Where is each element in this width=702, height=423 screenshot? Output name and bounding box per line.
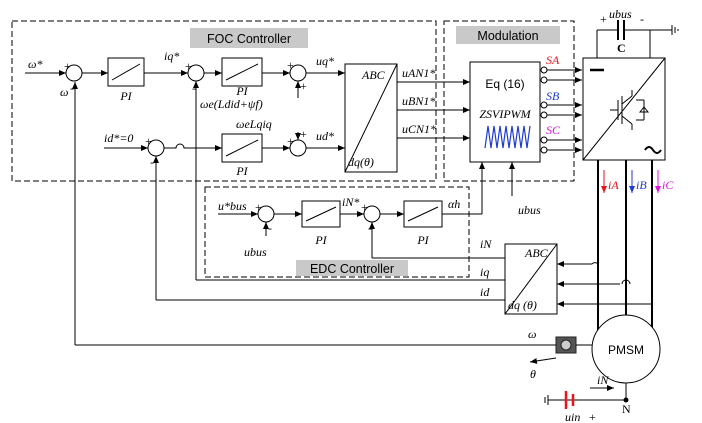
node-n-label: N bbox=[622, 402, 631, 416]
sum-uq-plus: + bbox=[287, 58, 294, 72]
sum-ud-plus2: + bbox=[300, 127, 307, 141]
sum-uq-plus2: + bbox=[300, 79, 307, 93]
ubus-top-label: ubus bbox=[609, 7, 632, 21]
sum-id-minus: - bbox=[150, 155, 154, 169]
eq16-label: Eq (16) bbox=[485, 77, 524, 91]
in-bottom-label: iN bbox=[597, 373, 609, 387]
ubus-mod-label: ubus bbox=[518, 203, 541, 217]
zsvipwm-label: ZSVIPWM bbox=[479, 107, 531, 121]
ubus-fb-label: ubus bbox=[244, 245, 267, 259]
ground-icon-2 bbox=[544, 395, 549, 405]
abc-dq-dq-label: dq (θ) bbox=[508, 298, 537, 312]
foc-title-bg bbox=[190, 28, 308, 48]
omega-fb-label: ω bbox=[528, 327, 536, 341]
id-ref-label: id*=0 bbox=[104, 131, 133, 145]
sum-iq-minus: - bbox=[192, 81, 196, 95]
cap-label: C bbox=[617, 41, 626, 55]
ic-label: iC bbox=[662, 178, 674, 192]
iq-label: iq bbox=[480, 265, 489, 279]
sum-ubus-plus: + bbox=[255, 200, 262, 214]
cap-plus: + bbox=[600, 12, 607, 26]
pi-in-label: PI bbox=[416, 233, 429, 247]
sum-speed-minus: - bbox=[70, 81, 74, 95]
uq-ref-label: uq* bbox=[316, 54, 334, 68]
uin-label: uin bbox=[565, 410, 580, 423]
sum-iq-plus: + bbox=[185, 59, 192, 73]
id-label: id bbox=[480, 285, 490, 299]
in-ref-label: iN* bbox=[342, 195, 359, 209]
sum-id-plus: + bbox=[145, 134, 152, 148]
pi-speed-label: PI bbox=[119, 89, 132, 103]
ua-label: uAN1* bbox=[402, 66, 435, 80]
ub-label: uBN1* bbox=[402, 94, 435, 108]
sum-in-plus: + bbox=[361, 200, 368, 214]
omega-ref-label: ω* bbox=[28, 57, 42, 71]
cap-minus: - bbox=[640, 12, 644, 26]
ia-label: iA bbox=[608, 178, 619, 192]
dq-abc-abc-label: ABC bbox=[361, 68, 386, 82]
sum-ud-plus: + bbox=[287, 134, 294, 148]
modulation-title: Modulation bbox=[477, 29, 538, 43]
sb-label: SB bbox=[546, 89, 560, 103]
uin-plus: + bbox=[589, 410, 596, 423]
alpha-label: αh bbox=[448, 197, 460, 211]
ubus-ref-label: u*bus bbox=[218, 199, 247, 213]
iq-ref-label: iq* bbox=[164, 49, 179, 63]
pi-ubus-label: PI bbox=[314, 233, 327, 247]
uc-label: uCN1* bbox=[402, 122, 436, 136]
edc-controller-box bbox=[204, 186, 470, 278]
foc-title: FOC Controller bbox=[207, 32, 291, 46]
ff-d-label: ωeLqiq bbox=[236, 117, 272, 131]
pi-iq-label: PI bbox=[235, 84, 248, 98]
omega-label: ω bbox=[60, 85, 68, 99]
zsvipwm-block bbox=[469, 61, 541, 163]
sum-speed-plus: + bbox=[64, 59, 71, 73]
edc-title-bg bbox=[296, 260, 408, 276]
dq-abc-dq-label: dq(θ) bbox=[348, 155, 374, 169]
theta-label: θ bbox=[530, 367, 536, 381]
pi-id-label: PI bbox=[235, 164, 248, 178]
sc-label: SC bbox=[546, 123, 561, 137]
in-label: iN bbox=[480, 237, 492, 251]
sum-ubus-minus: - bbox=[268, 221, 272, 235]
ff-q-label: ωe(Ldid+ψf) bbox=[200, 97, 263, 111]
sa-label: SA bbox=[546, 53, 560, 67]
foc-controller-box bbox=[11, 20, 437, 182]
abc-dq-abc-label: ABC bbox=[524, 246, 549, 260]
igbt-icon bbox=[610, 90, 650, 130]
modulation-box bbox=[443, 20, 575, 182]
ground-icon bbox=[671, 25, 679, 35]
modulation-title-bg bbox=[456, 26, 560, 44]
carrier-wave bbox=[484, 125, 531, 149]
sum-in-minus: - bbox=[368, 221, 372, 235]
ib-label: iB bbox=[636, 178, 647, 192]
edc-title: EDC Controller bbox=[310, 262, 394, 276]
encoder-icon bbox=[555, 336, 592, 354]
pmsm-label: PMSM bbox=[608, 343, 644, 357]
ud-ref-label: ud* bbox=[316, 129, 334, 143]
